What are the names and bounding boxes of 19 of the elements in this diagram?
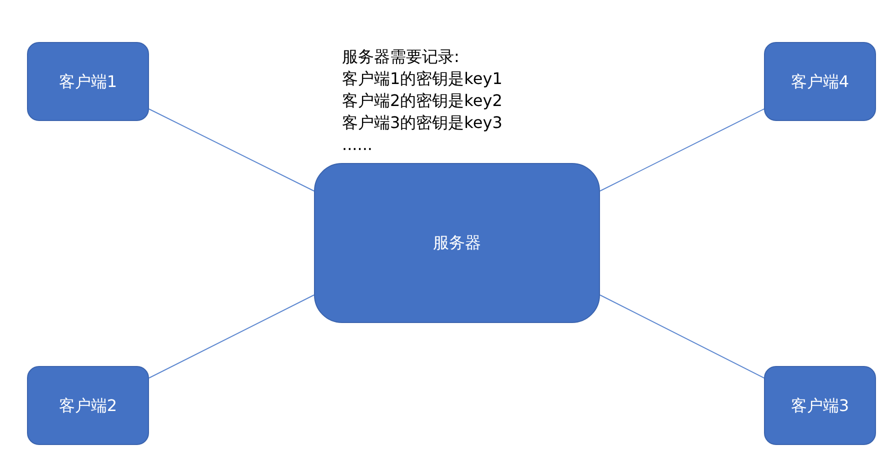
node-label: 客户端1 [58, 70, 118, 92]
note-text: 客户端3的密钥是key3 [342, 112, 502, 134]
connector-line [148, 294, 314, 378]
connector-line [148, 108, 314, 192]
node-label: 服务器 [433, 232, 481, 254]
node-label: 客户端2 [58, 394, 118, 416]
connector-line [600, 108, 764, 192]
client-box [764, 42, 876, 121]
note-text: 客户端2的密钥是key2 [342, 90, 502, 112]
node-label: 客户端3 [790, 394, 850, 416]
connector-line [600, 294, 764, 378]
note-text: 服务器需要记录: [342, 46, 460, 68]
client-box [764, 366, 876, 445]
client-box [27, 366, 149, 445]
note-text: ...... [342, 134, 374, 156]
server-box [314, 163, 600, 323]
note-text: 客户端1的密钥是key1 [342, 68, 502, 90]
client-box [27, 42, 149, 121]
node-label: 客户端4 [790, 70, 850, 92]
